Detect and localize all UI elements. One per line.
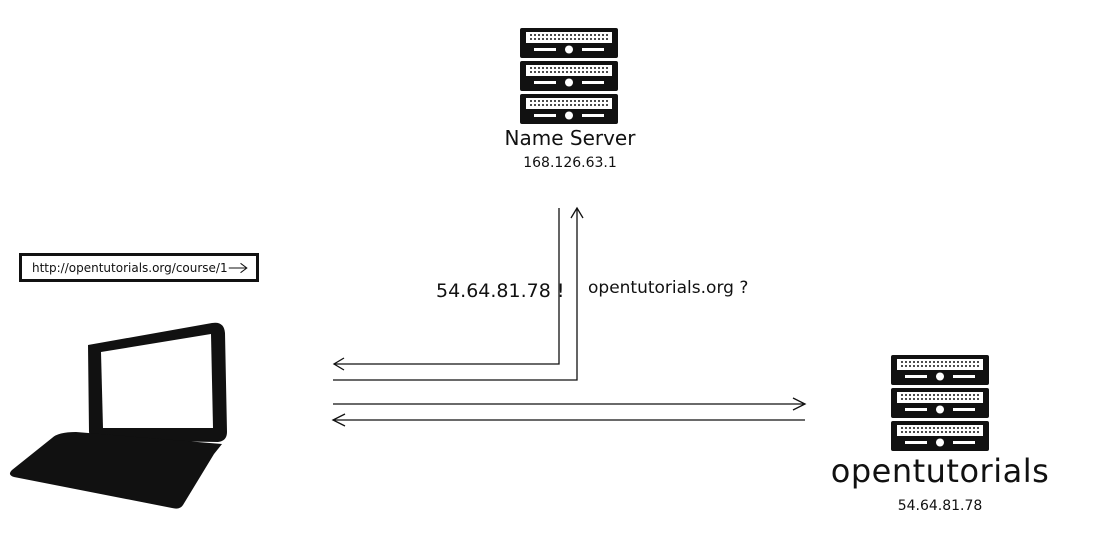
- name-server-ip: 168.126.63.1: [523, 155, 617, 171]
- dns-query-arrow: [333, 206, 584, 381]
- laptop-icon: [9, 322, 227, 509]
- http-response-arrow: [331, 413, 805, 427]
- name-server-label: Name Server: [504, 126, 636, 150]
- web-server-label: opentutorials: [830, 452, 1050, 490]
- web-server-icon: [891, 355, 989, 451]
- dns-query-label: opentutorials.org ?: [588, 278, 749, 298]
- name-server-icon: [520, 28, 618, 124]
- dns-answer-arrow: [332, 208, 560, 371]
- address-bar: http://opentutorials.org/course/1: [19, 253, 259, 282]
- web-server-ip: 54.64.81.78: [897, 498, 983, 514]
- dns-answer-label: 54.64.81.78 !: [436, 280, 565, 302]
- arrow-right-icon: [228, 262, 248, 273]
- url-text: http://opentutorials.org/course/1: [32, 260, 228, 275]
- http-request-arrow: [333, 397, 807, 411]
